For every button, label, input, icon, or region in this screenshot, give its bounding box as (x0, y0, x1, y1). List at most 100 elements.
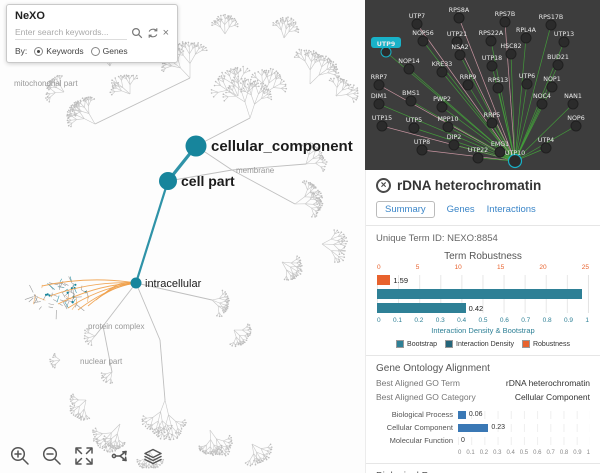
gene-node[interactable] (472, 152, 484, 164)
gene-node[interactable] (451, 36, 463, 48)
gene-label: RRP9 (460, 74, 477, 81)
gene-label: UTP9 (377, 41, 395, 48)
intracellular-node[interactable] (130, 277, 142, 289)
gene-label: RPS7B (495, 11, 516, 18)
legend-item: Robustness (521, 340, 570, 348)
gene-node[interactable] (545, 19, 557, 31)
gene-label: UTP7 (409, 13, 425, 20)
zoom-fit-button[interactable] (72, 444, 96, 468)
term-details-panel: × rDNA heterochromatin Summary Genes Int… (365, 170, 600, 473)
gene-label: PWP2 (433, 96, 451, 103)
layer-options-button[interactable] (141, 444, 165, 468)
gene-node[interactable] (546, 81, 558, 93)
search-input[interactable] (15, 25, 127, 40)
gene-label: NOP6 (567, 115, 584, 122)
gene-label: RRP7 (371, 74, 388, 81)
cellular-component-node[interactable] (185, 135, 207, 157)
gene-node[interactable] (494, 146, 506, 158)
gene-label: UTP6 (519, 73, 535, 80)
search-by-label: By: (15, 46, 28, 56)
gene-node[interactable] (405, 95, 417, 107)
tab-genes[interactable]: Genes (446, 204, 475, 215)
tree-toolbar (8, 444, 165, 468)
cell-part-node[interactable] (159, 172, 177, 190)
gene-node[interactable] (507, 153, 523, 169)
highlighted-gene-badge[interactable] (371, 37, 401, 48)
gene-label: UTP21 (447, 31, 467, 38)
gene-label: BUD21 (547, 54, 569, 61)
gene-node[interactable] (373, 79, 385, 91)
gene-node[interactable] (521, 78, 533, 90)
legend-swatch (396, 340, 405, 348)
go-score-category: Cellular Component (386, 423, 453, 432)
gene-node[interactable] (552, 59, 564, 71)
gene-node[interactable] (408, 122, 420, 134)
gene-node[interactable] (486, 117, 498, 129)
gene-node[interactable] (448, 139, 460, 151)
go-score-value: 0 (461, 437, 465, 444)
go-term-row: Best Aligned GO Term rDNA heterochromati… (376, 378, 590, 388)
search-icon[interactable] (131, 27, 143, 39)
gene-node[interactable] (570, 120, 582, 132)
gene-node[interactable] (416, 144, 428, 156)
go-score-track: 0.06 (458, 410, 590, 419)
go-score-bar (458, 423, 489, 432)
cell-part-node-label: cell part (181, 173, 235, 189)
refresh-icon[interactable] (147, 27, 159, 39)
expand-branches-button[interactable] (109, 444, 133, 468)
gene-node[interactable] (462, 79, 474, 91)
gene-node[interactable] (492, 82, 504, 94)
search-by-keywords-radio[interactable]: Keywords (34, 46, 84, 56)
tab-interactions[interactable]: Interactions (486, 204, 536, 215)
gene-node[interactable] (373, 98, 385, 110)
app-title: NeXO (15, 10, 45, 22)
cellular-component-node-label: cellular_component (211, 138, 353, 155)
zoom-out-button[interactable] (40, 444, 64, 468)
gene-node[interactable] (520, 32, 532, 44)
gene-label: RPS8A (449, 7, 470, 14)
interaction-density-bar (377, 303, 466, 313)
gene-node[interactable] (486, 60, 498, 72)
gene-node[interactable] (442, 121, 454, 133)
gene-node[interactable] (567, 98, 579, 110)
gene-node[interactable] (403, 63, 415, 75)
gene-node[interactable] (380, 46, 392, 58)
gene-node[interactable] (436, 66, 448, 78)
clear-search-icon[interactable]: × (162, 26, 169, 39)
search-by-genes-radio[interactable]: Genes (90, 46, 128, 56)
gene-node[interactable] (454, 49, 466, 61)
gene-node[interactable] (436, 101, 448, 113)
bootstrap-bar (377, 289, 582, 299)
gene-label: NOP56 (412, 30, 433, 37)
gene-node[interactable] (558, 36, 570, 48)
search-card: NeXO × By: Keywords (6, 4, 178, 63)
tab-summary[interactable]: Summary (376, 201, 435, 218)
go-score-track: 0 (458, 436, 590, 445)
gene-label: UTP18 (482, 55, 502, 62)
gene-node[interactable] (485, 35, 497, 47)
gene-node[interactable] (540, 142, 552, 154)
close-panel-icon[interactable]: × (376, 178, 391, 193)
gene-node[interactable] (453, 12, 465, 24)
tree-term-label: mitochondrial part (14, 79, 78, 88)
gene-node[interactable] (411, 18, 423, 30)
gene-node[interactable] (505, 48, 517, 60)
gene-node[interactable] (376, 120, 388, 132)
gene-label: UTP4 (538, 137, 554, 144)
gene-label: RPL4A (516, 27, 537, 34)
gene-label: EMG1 (491, 141, 509, 148)
zoom-in-button[interactable] (8, 444, 32, 468)
gene-node[interactable] (417, 35, 429, 47)
gene-node[interactable] (536, 98, 548, 110)
gene-node[interactable] (499, 16, 511, 28)
biological-process-section-title: Biological Process (376, 471, 590, 473)
robustness-bar (377, 275, 391, 285)
